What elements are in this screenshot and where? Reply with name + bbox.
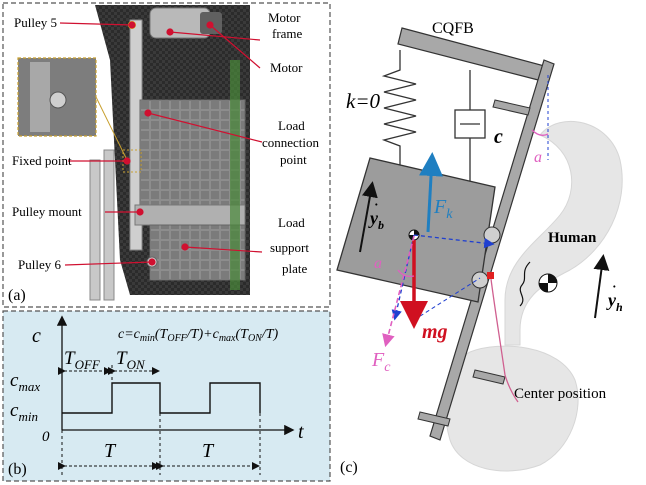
post-right [103,149,115,301]
label-motor-frame-1: Motor [268,10,301,25]
center-position-label: Center position [514,386,607,402]
label-load-support-1: Load [278,215,305,230]
alpha-arc-1 [397,269,415,278]
fk-label: Fk [433,196,453,222]
normal-dashed [413,234,495,249]
cmin-label: cmin [10,400,38,424]
fc-arrow [382,235,415,348]
origin-label: 0 [42,429,50,445]
contact-marker [487,272,494,279]
label-fixed-point: Fixed point [12,153,72,168]
ton-label: TON [116,348,146,372]
panel-a-leaders [59,21,263,266]
alpha-arc-2 [531,129,549,136]
vibration-squiggle [519,261,531,307]
fixed-point-inset [17,57,142,173]
inset-leader [95,96,128,161]
yb-label: yb [368,208,384,232]
roller-upper [483,226,501,244]
panel-c-tag: (c) [340,459,358,476]
alpha-label-1: a [374,255,382,272]
yb-arrow [359,181,378,253]
panel-a: Pulley 5 Motor frame Motor Load connecti… [2,2,331,308]
label-pulley6: Pulley 6 [18,257,61,272]
panel-b-tag: (b) [8,461,27,478]
damping-label: c [494,126,503,148]
formula: c=cmin(TOFF/T)+cmax(TON/T) [118,327,279,344]
axial-dashed [391,234,415,321]
c-axis-label: c [32,325,41,347]
spring-constant-label: k=0 [346,89,380,113]
panel-b-frame [2,310,331,482]
damper [454,70,486,185]
mg-label: mg [422,321,448,343]
green-rail [230,60,240,290]
yh-arrow [593,254,610,319]
fc-label: Fc [371,349,391,375]
plate-part [139,99,246,211]
yb-dot: ˙ [374,202,379,217]
cmax-label: cmax [10,370,40,394]
label-motor: Motor [270,60,303,75]
fk-arrow [419,152,444,233]
pulley-mount-part [134,204,246,226]
guide-dashed [413,277,481,321]
human-label: Human [548,230,597,246]
cqfb-label: CQFB [432,20,474,37]
inset-bolt [49,91,67,109]
label-pulley-mount: Pulley mount [12,204,82,219]
panel-a-tag: (a) [8,287,26,304]
label-load-support-3: plate [282,261,307,276]
panel-b: c t cmax cmin 0 TOFF TON T T c=cmin(TOFF… [2,310,331,482]
label-motor-frame-2: frame [272,26,303,41]
center-leader [490,278,519,403]
label-load-conn-2: connection [262,135,320,150]
yh-dot: ˙ [612,284,617,299]
cqfb-top-plate [397,27,553,83]
post-left [89,159,101,301]
mechanism-illustration [89,5,250,301]
support-plate-part [149,224,246,281]
t-axis-label: t [298,421,304,443]
yh-label: yh [606,290,623,314]
alpha-label-2: a [534,149,542,166]
cqfb-rail [429,59,555,441]
period-label-1: T [104,440,117,462]
roller-lower [471,271,489,289]
label-load-conn-3: point [280,152,307,167]
rail-stop-lower-2 [417,411,451,427]
rail-stop-upper [492,99,531,116]
rail-stop-lower-1 [472,369,506,385]
spring [381,50,417,170]
panel-c: CQFB k=0 c Fk yb ˙ a a mg Fc Human yh ˙ … [336,20,623,476]
label-load-conn-1: Load [278,118,305,133]
inset-bar [30,62,50,132]
toff-label: TOFF [64,348,101,372]
label-pulley5: Pulley 5 [14,15,57,30]
period-label-2: T [202,440,215,462]
label-load-support-2: support [270,240,309,255]
